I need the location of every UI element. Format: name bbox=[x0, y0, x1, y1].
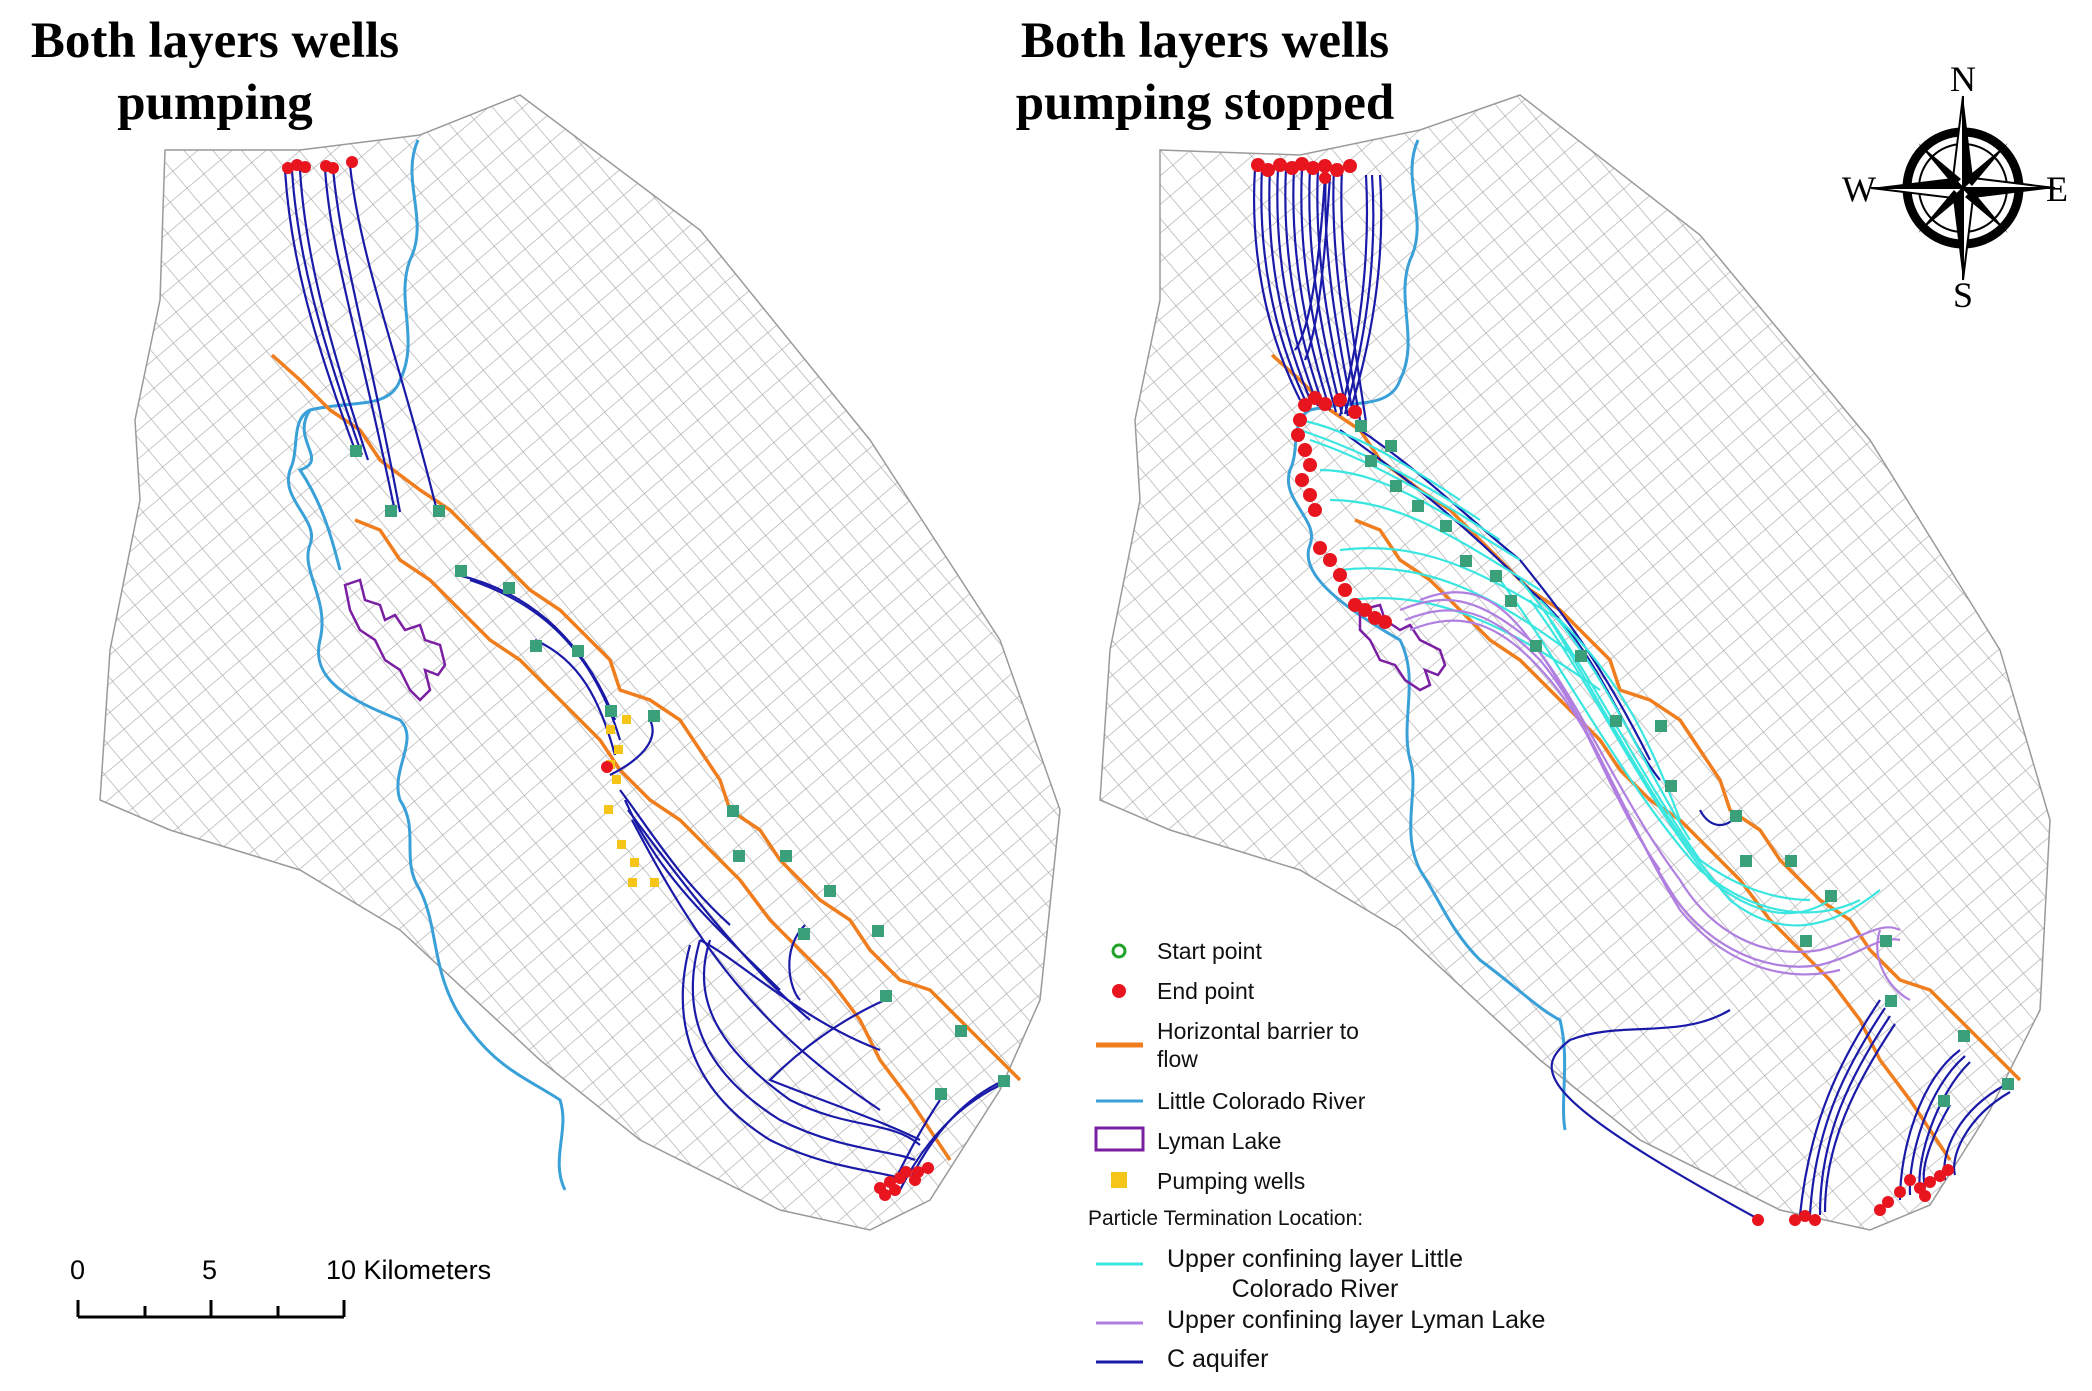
panel-right-title: Both layers wells pumping stopped bbox=[960, 10, 1450, 134]
scale-bar bbox=[76, 1300, 346, 1319]
panel-left-title-line2: pumping bbox=[117, 75, 313, 131]
compass-north: N bbox=[1950, 59, 1976, 99]
legend-purple-label: Upper confining layer Lyman Lake bbox=[1167, 1306, 1546, 1334]
compass-south: S bbox=[1953, 275, 1974, 315]
legend-start-point-label: Start point bbox=[1157, 938, 1262, 964]
legend-termination-heading: Particle Termination Location: bbox=[1088, 1207, 1364, 1230]
legend-river-label: Little Colorado River bbox=[1157, 1088, 1366, 1114]
panel-left-title-line1: Both layers wells bbox=[30, 13, 400, 69]
legend-pumping-well-symbol bbox=[1111, 1172, 1127, 1188]
legend-start-point-symbol bbox=[1111, 943, 1127, 959]
legend-cyan-label-line1: Upper confining layer Little bbox=[1167, 1245, 1463, 1273]
right-purple-paths bbox=[1399, 591, 1911, 1001]
legend-cyan-label-line2: Colorado River bbox=[1231, 1275, 1399, 1303]
left-barrier-upper bbox=[270, 353, 1022, 1082]
compass-east: E bbox=[2046, 169, 2068, 209]
left-map bbox=[99, 94, 1061, 1231]
right-lyman-lake bbox=[1358, 603, 1447, 692]
scale-label-5: 5 bbox=[202, 1255, 218, 1285]
legend-barrier-label-line1: Horizontal barrier to bbox=[1157, 1018, 1359, 1044]
panel-right-title-line2: pumping stopped bbox=[1015, 75, 1395, 131]
left-river-upper-branch bbox=[297, 409, 342, 571]
left-end-points bbox=[282, 156, 934, 1201]
compass-rose bbox=[1870, 95, 2056, 281]
legend-end-point-symbol bbox=[1112, 984, 1126, 998]
right-start-points bbox=[1355, 420, 2014, 1107]
right-c-aquifer-paths bbox=[1252, 167, 2011, 1221]
legend-lake-symbol bbox=[1094, 1126, 1145, 1152]
left-model-grid bbox=[99, 94, 1061, 1231]
panel-right-title-line1: Both layers wells bbox=[1020, 13, 1390, 69]
scale-label-0: 0 bbox=[70, 1255, 86, 1285]
legend-c-aquifer-label: C aquifer bbox=[1167, 1345, 1269, 1373]
legend-end-point-label: End point bbox=[1157, 978, 1255, 1004]
left-barrier-lower bbox=[354, 518, 952, 1161]
left-little-colorado-river bbox=[286, 139, 567, 1191]
left-start-points bbox=[350, 445, 1010, 1100]
right-end-points bbox=[1251, 157, 1954, 1226]
legend-barrier-label-line2: flow bbox=[1157, 1046, 1198, 1072]
legend-pumping-wells-label: Pumping wells bbox=[1157, 1168, 1306, 1194]
left-lyman-lake bbox=[343, 578, 447, 702]
compass-west: W bbox=[1842, 169, 1876, 209]
legend-barrier-label: Horizontal barrier to flow bbox=[1157, 1017, 1359, 1073]
scale-label-10: 10 Kilometers bbox=[326, 1255, 492, 1285]
legend-symbols bbox=[1094, 943, 1145, 1364]
legend-cyan-label: Upper confining layer Little Colorado Ri… bbox=[1167, 1244, 1463, 1304]
right-map bbox=[1099, 94, 2051, 1231]
panel-left-title: Both layers wells pumping bbox=[0, 10, 430, 134]
right-little-colorado-river bbox=[1286, 139, 1567, 1131]
legend-lake-label: Lyman Lake bbox=[1157, 1128, 1282, 1154]
